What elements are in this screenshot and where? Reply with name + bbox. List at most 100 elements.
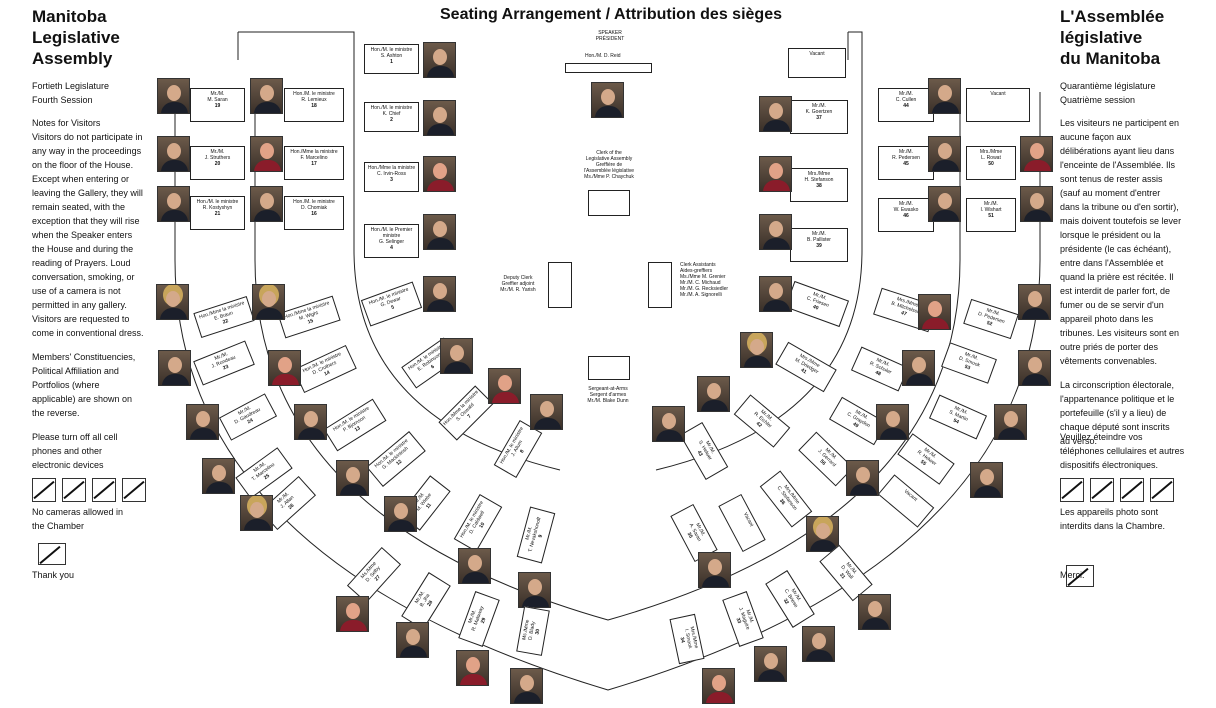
member-photo-17 (202, 458, 235, 494)
seat-number: 45 (903, 161, 909, 167)
speaker-name: Hon./M. D. Reid (585, 53, 621, 59)
member-photo-19 (240, 495, 273, 531)
seat-number: 50 (988, 161, 994, 167)
seat-label: Hon./M. le Premier ministre (370, 227, 413, 239)
seat-label: Mr./M. (899, 149, 913, 155)
seat-member-name: C. Cullen (895, 97, 917, 103)
member-photo-2 (157, 136, 190, 172)
seat-number: 21 (214, 211, 221, 217)
seat-label: Mrs./Mme (979, 149, 1003, 155)
camera-icon (1066, 565, 1094, 587)
member-photo-46 (697, 376, 730, 412)
tablet-icon (1150, 478, 1174, 502)
seat-label: Hon./M. le ministre (293, 91, 335, 97)
seat-number: 3 (390, 177, 393, 183)
deputy-clerk-label: Deputy Clerk Greffier adjoint Mr./M. R. … (493, 275, 543, 293)
laptop-icon (92, 478, 116, 502)
seat-number: 46 (903, 213, 909, 219)
assistants-line4: Mr./M. C. Michaud (680, 280, 721, 286)
left-notes: Notes for Visitors Visitors do not parti… (32, 116, 144, 420)
deputy-clerk-line2: Greffier adjoint (501, 281, 535, 287)
right-header-line1: L'Assemblée (1060, 7, 1165, 26)
speaker-title-fr: PRÉSIDENT (595, 36, 625, 42)
seat-member-name: R. Lemieux (301, 97, 327, 103)
seat-label: Hon./M. le ministre (196, 199, 239, 205)
speaker-title-en: SPEAKER (598, 30, 622, 36)
phone-icon (62, 478, 86, 502)
speaker-photo (591, 82, 624, 118)
phone-icon (1060, 478, 1084, 502)
laptop-icon (1120, 478, 1144, 502)
member-photo-38 (928, 186, 961, 222)
left-thanks: Thank you (32, 570, 75, 580)
right-cameras: Les appareils photo sont interdits dans … (1060, 507, 1166, 531)
seat-label: Hon./Mme la ministre (290, 149, 338, 155)
member-photo-4 (157, 186, 190, 222)
right-session-line2: Quatrième session (1060, 95, 1136, 105)
member-photo-41 (918, 294, 951, 330)
assistant-clerk-table (648, 262, 672, 308)
clerk-line3: Greffière de (595, 162, 623, 168)
member-photo-16 (294, 404, 327, 440)
member-photo-13 (158, 350, 191, 386)
seat-member-name: J. Struthers (204, 155, 231, 161)
seat-card-30: Vacant (788, 48, 846, 78)
assistants-line5: Mr./M. G. Recksiedler (680, 286, 729, 292)
member-photo-48 (994, 404, 1027, 440)
seat-label: Mr./M. (984, 201, 998, 207)
member-photo-0 (157, 78, 190, 114)
member-photo-15 (186, 404, 219, 440)
member-photo-28 (456, 650, 489, 686)
member-photo-20 (384, 496, 417, 532)
member-photo-49 (652, 406, 685, 442)
seat-card-33: Vacant (966, 88, 1030, 122)
seat-label: Mr./M. (210, 91, 225, 97)
seat-number: 44 (903, 103, 909, 109)
member-photo-23 (530, 394, 563, 430)
right-header-line3: du Manitoba (1060, 49, 1161, 68)
member-photo-12 (252, 284, 285, 320)
seat-number: 38 (816, 183, 822, 189)
member-photo-14 (268, 350, 301, 386)
left-notes-title: Notes for Visitors (32, 118, 101, 128)
left-session: Fortieth Legislature Fourth Session (32, 79, 144, 107)
seat-number: 20 (214, 161, 221, 167)
member-photo-22 (488, 368, 521, 404)
left-session-line2: Fourth Session (32, 95, 93, 105)
member-photo-5 (250, 186, 283, 222)
deputy-clerk-line3: Mr./M. R. Yarish (500, 287, 536, 293)
left-notes-text: Visitors do not participate in any way i… (32, 132, 144, 338)
seat-number: 1 (390, 59, 393, 65)
deputy-clerk-table (548, 262, 572, 308)
seat-number: 39 (816, 243, 822, 249)
sergeant-line1: Sergeant-at-Arms (588, 386, 628, 392)
member-photo-32 (928, 78, 961, 114)
member-photo-1 (250, 78, 283, 114)
left-phones: Please turn off all cell phones and othe… (32, 432, 118, 470)
seat-member-name: I. Wishart (980, 207, 1002, 213)
member-photo-7 (423, 100, 456, 136)
left-cameras: No cameras allowed in the Chamber (32, 507, 124, 531)
member-photo-44 (902, 350, 935, 386)
seat-number: 19 (214, 103, 221, 109)
member-photo-3 (250, 136, 283, 172)
member-photo-40 (759, 276, 792, 312)
member-photo-25 (518, 572, 551, 608)
member-photo-52 (806, 516, 839, 552)
seat-member-name: G. Selinger (378, 239, 404, 245)
left-session-line1: Fortieth Legislature (32, 81, 110, 91)
member-photo-59 (702, 668, 735, 704)
member-photo-58 (754, 646, 787, 682)
seat-member-name: S. Ashton (380, 53, 403, 59)
